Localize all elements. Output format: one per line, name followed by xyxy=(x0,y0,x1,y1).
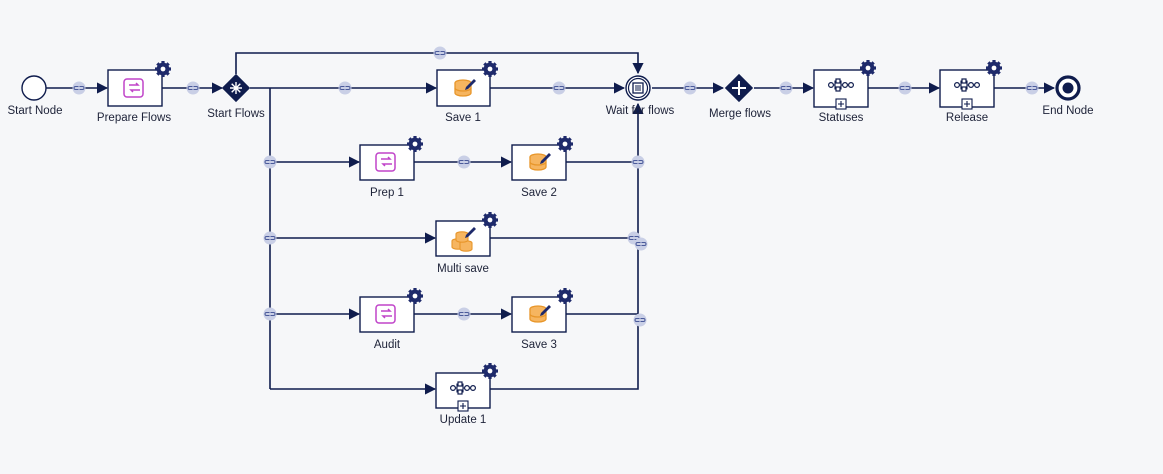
gear-icon[interactable] xyxy=(482,212,498,228)
link-icon[interactable] xyxy=(1025,81,1039,95)
link-icon[interactable] xyxy=(433,46,447,60)
link-icon[interactable] xyxy=(263,307,277,321)
label-prepare-flows: Prepare Flows xyxy=(96,112,172,124)
link-icon[interactable] xyxy=(263,155,277,169)
gear-icon[interactable] xyxy=(986,60,1002,76)
subprocess-release[interactable] xyxy=(939,60,1002,110)
task-audit[interactable] xyxy=(359,288,423,333)
label-release: Release xyxy=(945,112,989,124)
link-icon[interactable] xyxy=(552,81,566,95)
link-icon[interactable] xyxy=(72,81,86,95)
connector-dots xyxy=(72,46,1039,327)
end-event[interactable] xyxy=(1055,75,1081,101)
link-icon[interactable] xyxy=(186,81,200,95)
start-event[interactable] xyxy=(21,75,47,101)
gateway-start-flows[interactable] xyxy=(221,73,251,103)
list-icon xyxy=(632,82,644,94)
task-multi-save[interactable] xyxy=(435,212,498,257)
label-prep-1: Prep 1 xyxy=(370,187,404,199)
link-icon[interactable] xyxy=(779,81,793,95)
subprocess-update-1[interactable] xyxy=(435,363,498,412)
label-update-1: Update 1 xyxy=(439,414,487,426)
label-end-node: End Node xyxy=(1042,105,1094,117)
expand-icon[interactable] xyxy=(457,400,469,412)
task-save-1[interactable] xyxy=(436,61,498,107)
expand-icon[interactable] xyxy=(835,98,847,110)
label-save-2: Save 2 xyxy=(521,187,557,199)
link-icon[interactable] xyxy=(457,307,471,321)
label-start-flows: Start Flows xyxy=(207,108,265,120)
gear-icon[interactable] xyxy=(557,288,573,304)
gear-icon[interactable] xyxy=(482,61,498,77)
link-icon[interactable] xyxy=(634,237,648,251)
label-merge-flows: Merge flows xyxy=(709,108,771,120)
link-icon[interactable] xyxy=(633,313,647,327)
link-icon[interactable] xyxy=(631,155,645,169)
gear-icon[interactable] xyxy=(407,136,423,152)
link-icon[interactable] xyxy=(898,81,912,95)
gateway-merge-flows[interactable] xyxy=(724,73,754,103)
subprocess-statuses[interactable] xyxy=(813,60,876,110)
plus-icon xyxy=(732,81,746,95)
task-save-2[interactable] xyxy=(511,136,573,181)
edge-update1-wait[interactable] xyxy=(490,162,639,390)
gear-icon[interactable] xyxy=(407,288,423,304)
link-icon[interactable] xyxy=(457,155,471,169)
link-icon[interactable] xyxy=(263,231,277,245)
event-wait-for-flows[interactable] xyxy=(625,75,651,101)
label-audit: Audit xyxy=(373,339,401,351)
gear-icon[interactable] xyxy=(155,61,171,77)
asterisk-icon xyxy=(230,82,242,94)
label-start-node: Start Node xyxy=(7,105,63,117)
expand-icon[interactable] xyxy=(961,98,973,110)
label-save-3: Save 3 xyxy=(521,339,557,351)
link-icon[interactable] xyxy=(683,81,697,95)
label-multi-save: Multi save xyxy=(437,263,489,275)
gear-icon[interactable] xyxy=(860,60,876,76)
task-save-3[interactable] xyxy=(511,288,573,333)
label-wait-for-flows: Wait for flows xyxy=(605,105,675,117)
link-icon[interactable] xyxy=(338,81,352,95)
task-prepare-flows[interactable] xyxy=(107,61,171,107)
label-statuses: Statuses xyxy=(818,112,864,124)
gear-icon[interactable] xyxy=(557,136,573,152)
label-save-1: Save 1 xyxy=(445,112,481,124)
task-prep-1[interactable] xyxy=(359,136,423,181)
gear-icon[interactable] xyxy=(482,363,498,379)
